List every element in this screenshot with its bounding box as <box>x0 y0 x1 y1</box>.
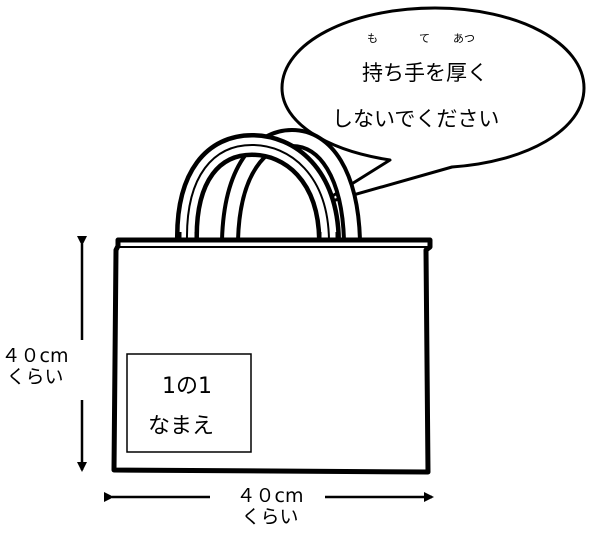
ruby-atsu: あつ <box>453 32 475 45</box>
bubble-line1: 持ち手を厚く <box>362 61 488 85</box>
width-approx: くらい <box>241 506 299 528</box>
bubble-line2: しないでください <box>332 107 500 131</box>
back-handle <box>220 127 362 250</box>
height-value: ４０cm <box>1 345 69 367</box>
width-value: ４０cm <box>236 485 304 507</box>
speech-bubble <box>280 6 586 207</box>
width-label: ４０cm くらい <box>222 486 318 528</box>
ruby-mo: も <box>367 32 378 45</box>
front-handle <box>174 132 341 252</box>
height-approx: くらい <box>6 366 64 388</box>
ruby-te: て <box>419 32 430 45</box>
name-tag-name: なまえ <box>148 414 215 439</box>
name-tag-box <box>126 353 252 453</box>
height-label: ４０cm くらい <box>0 346 70 388</box>
name-tag-class: 1の1 <box>162 374 212 399</box>
